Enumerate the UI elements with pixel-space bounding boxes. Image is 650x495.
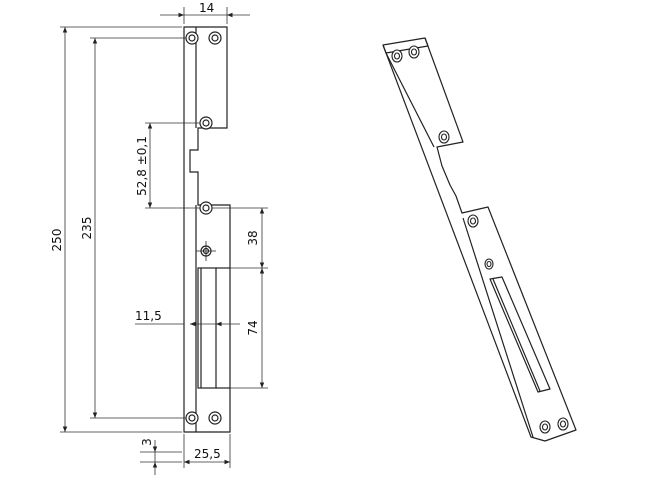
iso-hole-1: [391, 49, 403, 63]
hole-top-left: [185, 31, 199, 45]
iso-hole-2: [408, 45, 420, 59]
iso-holes: [391, 45, 569, 434]
dimension-lines: [60, 7, 268, 475]
hole-bottom-left: [185, 411, 199, 425]
isometric-view: [382, 37, 577, 442]
hole-top-right: [208, 31, 222, 45]
iso-hole-5: [484, 258, 494, 270]
dim-plate-width: 25,5: [194, 447, 221, 461]
dim-hole-pitch: 235: [80, 217, 94, 240]
dim-overall-length: 250: [50, 229, 64, 252]
dim-bottom-offset: 3: [140, 438, 154, 446]
dim-top-width: 14: [199, 1, 214, 15]
hole-mid-center: [199, 201, 213, 215]
plate-outline: [183, 26, 231, 433]
iso-hole-3: [438, 130, 450, 144]
dim-slot-offset: 11,5: [135, 309, 162, 323]
iso-slot: [489, 276, 551, 393]
dim-center-distance: 52,8 ±0,1: [135, 136, 149, 196]
hole-upper-center: [199, 116, 213, 130]
iso-plate-outline: [382, 37, 577, 442]
centerlines: [196, 241, 216, 261]
iso-hole-4: [467, 214, 479, 228]
dim-hole-to-slot: 38: [246, 230, 260, 245]
hole-bottom-right: [208, 411, 222, 425]
front-view: [183, 26, 231, 433]
slot: [197, 267, 217, 389]
iso-hole-7: [557, 417, 569, 431]
iso-hole-6: [539, 420, 551, 434]
dim-slot-length: 74: [246, 320, 260, 335]
